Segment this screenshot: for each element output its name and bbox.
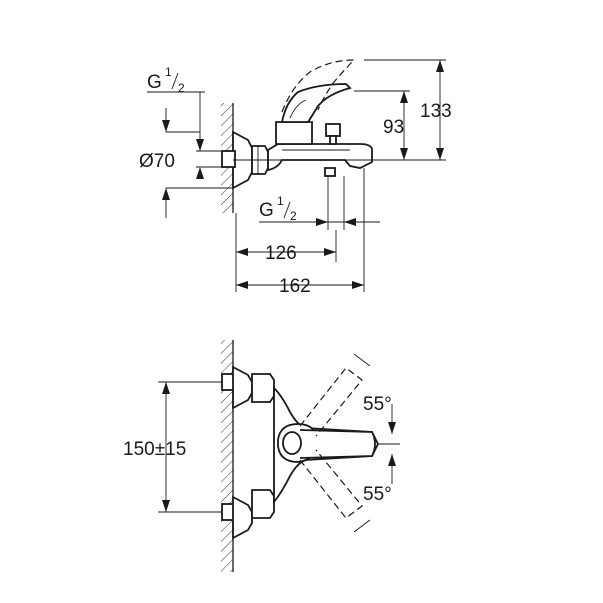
dimension-162-label: 162	[279, 276, 311, 297]
angle-top-label: 55°	[363, 394, 392, 415]
lever-handle	[280, 83, 352, 123]
lever-rotated-up	[299, 367, 363, 437]
lever-front	[277, 423, 376, 463]
thread-spout-sup: 1	[277, 194, 284, 208]
cartridge-housing	[275, 121, 313, 145]
dimension-133-label: 133	[420, 101, 452, 122]
lever-rotated-down	[299, 449, 363, 519]
thread-spout-dimension: G 1 2	[259, 194, 380, 226]
angle-bottom-label: 55°	[363, 484, 392, 505]
lever-handle-raised	[281, 59, 356, 113]
dimension-93-label: 93	[383, 117, 404, 138]
dimension-126: 126	[235, 213, 337, 292]
diameter-dimension: Ø70	[139, 120, 233, 218]
diameter-label: Ø70	[139, 151, 175, 172]
dimension-126-label: 126	[265, 243, 297, 264]
centers-dimension: 150±15	[123, 381, 222, 513]
front-view: 55° 55° 150±15	[123, 340, 400, 572]
dimension-93: 93	[383, 91, 408, 160]
mixer-body	[267, 143, 373, 172]
side-view: G 1 2 Ø70 G 1 2	[139, 59, 452, 297]
thread-spout-label: G	[259, 200, 274, 221]
dimension-133: 133	[410, 60, 452, 161]
thread-top-sup: 1	[165, 65, 172, 79]
spout-outlet	[324, 167, 345, 230]
thread-top-label: G	[147, 72, 162, 93]
top-connection	[221, 365, 275, 410]
wall-fitting	[221, 150, 236, 168]
thread-spout-sub: 2	[290, 209, 297, 223]
dimension-162: 162	[236, 168, 365, 297]
bottom-connection	[221, 489, 275, 540]
centers-label: 150±15	[123, 439, 186, 460]
thread-top-dimension: G 1 2	[147, 65, 205, 151]
thread-top-sub: 2	[178, 81, 185, 95]
angle-references	[353, 353, 400, 533]
diverter-knob	[325, 123, 341, 145]
